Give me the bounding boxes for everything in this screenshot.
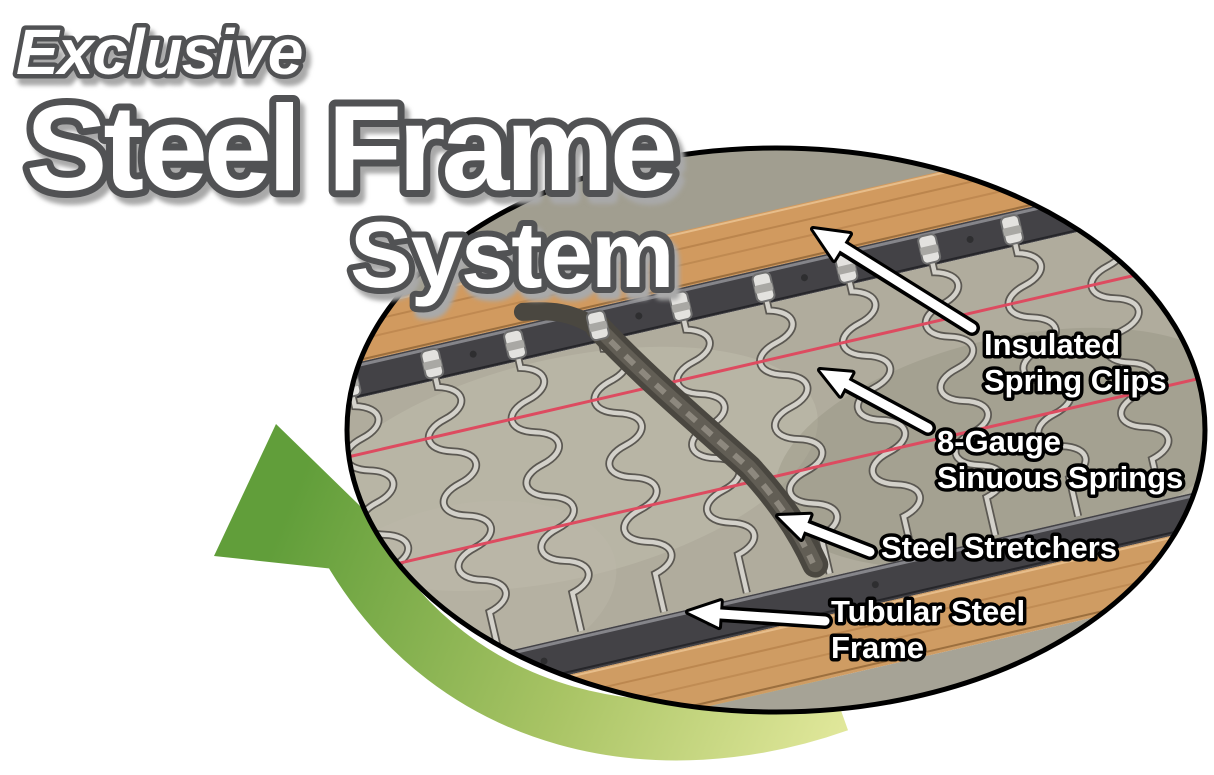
headline-system: System (350, 202, 672, 307)
callout-label-tubular-frame-line1: Tubular Steel (831, 594, 1025, 629)
callout-label-insulated-spring-clips-line1: Insulated (984, 327, 1120, 362)
callout-arrow-icon-sinuous-springs (817, 367, 936, 436)
callout-label-tubular-frame-line2: Frame (831, 630, 924, 665)
callout-arrow-icon-tubular-frame (685, 598, 833, 631)
callout-arrow-icon-steel-stretchers (775, 511, 878, 560)
callout-label-sinuous-springs-line2: Sinuous Springs (937, 460, 1183, 495)
tie-wires (347, 237, 1205, 596)
oval-border (344, 145, 1208, 715)
headline: Exclusive Steel Frame System Exclusive S… (12, 12, 690, 321)
headline-steel-frame: Steel Frame (26, 80, 674, 216)
headline-exclusive-shadow: Exclusive (21, 23, 307, 95)
callout-label-steel-stretchers: Steel Stretchers (881, 530, 1117, 565)
headline-system-shadow: System (355, 209, 677, 314)
callout-arrow-icon-spring-clips (810, 226, 980, 336)
headline-exclusive: Exclusive (16, 16, 302, 88)
headline-steel-frame-shadow: Steel Frame (31, 87, 679, 223)
callout-label-sinuous-springs-line1: 8-Gauge (937, 424, 1061, 459)
callout-label-insulated-spring-clips-line2: Spring Clips (984, 363, 1167, 398)
